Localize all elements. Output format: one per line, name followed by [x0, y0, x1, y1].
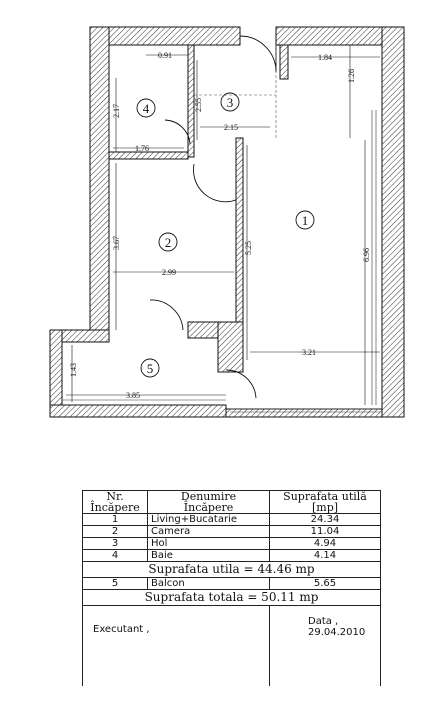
- table-row: 1 Living+Bucatarie 24.34: [82, 513, 381, 526]
- table-row: 3 Hol 4.94: [82, 537, 381, 550]
- exterior-walls: [49, 26, 405, 418]
- executant-label: Executant ,: [82, 605, 270, 686]
- room-marker-1: 1: [295, 210, 315, 230]
- svg-text:3: 3: [227, 95, 234, 110]
- row-name: Living+Bucatarie: [147, 513, 270, 526]
- area-legend-table: Nr. Încăpere Denumire Încăpere Suprafata…: [82, 490, 381, 686]
- dim-label-2.99: 2.99: [162, 268, 176, 277]
- date-value: 29.04.2010: [308, 627, 366, 638]
- row-area: 4.94: [269, 537, 381, 550]
- dim-label-2.15: 2.15: [224, 123, 238, 132]
- dim-label-1.43: 1.43: [69, 363, 78, 377]
- interior-walls: [108, 44, 289, 373]
- door-swings: [149, 35, 277, 399]
- floor-plan: 0.91 2.17 2.55 2.15 1.76 1.84 1.26 3.67 …: [49, 26, 405, 418]
- dim-label-0.91: 0.91: [158, 51, 172, 60]
- grand-total-row: Suprafata totala = 50.11 mp: [82, 589, 381, 606]
- row-name: Hol: [147, 537, 270, 550]
- usable-total: Suprafata utila = 44.46 mp: [82, 561, 381, 578]
- dim-label-3.67: 3.67: [112, 236, 121, 250]
- windows: [62, 110, 380, 413]
- grand-total: Suprafata totala = 50.11 mp: [82, 589, 381, 606]
- legend-header-row: Nr. Încăpere Denumire Încăpere Suprafata…: [82, 490, 381, 514]
- header-area-line1: Suprafata utilă: [283, 490, 367, 503]
- room-marker-5: 5: [140, 358, 160, 378]
- room-marker-4: 4: [136, 98, 156, 118]
- dim-label-3.85: 3.85: [126, 391, 140, 400]
- row-area: 4.14: [269, 549, 381, 562]
- header-name: Denumire Încăpere: [147, 490, 270, 514]
- svg-text:5: 5: [147, 361, 154, 376]
- dim-label-5.25: 5.25: [244, 241, 253, 255]
- header-area-line2: [mp]: [311, 501, 339, 514]
- header-name-line1: Denumire: [180, 490, 237, 503]
- usable-total-row: Suprafata utila = 44.46 mp: [82, 561, 381, 578]
- header-nr: Nr. Încăpere: [82, 490, 148, 514]
- table-row: 2 Camera 11.04: [82, 525, 381, 538]
- dim-label-6.96: 6.96: [362, 248, 371, 262]
- dim-label-2.55: 2.55: [194, 98, 203, 112]
- table-row: 4 Baie 4.14: [82, 549, 381, 562]
- header-nr-line1: Nr.: [106, 490, 124, 503]
- header-name-line2: Încăpere: [183, 501, 234, 514]
- balcony-area: 5.65: [269, 577, 381, 590]
- dim-label-1.26: 1.26: [347, 69, 356, 83]
- row-nr: 1: [82, 513, 148, 526]
- row-nr: 3: [82, 537, 148, 550]
- header-area: Suprafata utilă [mp]: [269, 490, 381, 514]
- balcony-name: Balcon: [147, 577, 270, 590]
- room-marker-2: 2: [158, 232, 178, 252]
- room-marker-3: 3: [220, 92, 240, 112]
- row-name: Baie: [147, 549, 270, 562]
- dim-label-1.84: 1.84: [318, 53, 332, 62]
- row-area: 11.04: [269, 525, 381, 538]
- dim-label-3.21: 3.21: [302, 348, 316, 357]
- row-nr: 4: [82, 549, 148, 562]
- svg-text:2: 2: [165, 235, 172, 250]
- date-label: Data ,: [308, 616, 339, 627]
- dimension-lines: [66, 45, 380, 405]
- dim-label-2.17: 2.17: [112, 104, 121, 118]
- balcony-nr: 5: [82, 577, 148, 590]
- svg-text:1: 1: [302, 213, 309, 228]
- signature-row: Executant , Data , 29.04.2010: [82, 605, 381, 686]
- row-nr: 2: [82, 525, 148, 538]
- svg-text:4: 4: [143, 101, 150, 116]
- date-cell: Data , 29.04.2010: [269, 605, 381, 686]
- row-name: Camera: [147, 525, 270, 538]
- header-nr-line2: Încăpere: [90, 501, 140, 514]
- row-area: 24.34: [269, 513, 381, 526]
- table-row: 5 Balcon 5.65: [82, 577, 381, 590]
- dim-label-1.76: 1.76: [135, 144, 149, 153]
